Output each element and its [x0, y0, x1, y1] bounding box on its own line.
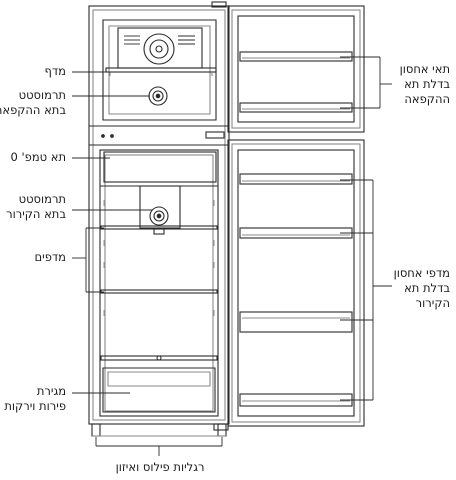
cabinet: [88, 5, 230, 425]
label-freezer-door-shelves: תאי אחסון בדלת תא ההקפאה: [399, 62, 450, 106]
label-shelves: מדפים: [34, 250, 66, 264]
label-fridge-door-shelves: מדפי אחסון בדלת תא הקירור: [393, 266, 450, 310]
freezer-door: [227, 5, 365, 133]
door-hinges: [205, 1, 229, 431]
fridge-door: [227, 139, 365, 427]
label-freezer-thermostat: תרמוסטט בתא ההקפאה: [0, 88, 66, 117]
label-crisper: מגירת פירות וירקות: [4, 384, 66, 413]
label-zero-compartment: תא טמפ' 0: [10, 150, 67, 164]
freezer-compartment: [102, 19, 217, 121]
leveling-feet: [91, 423, 227, 437]
leader-lines: [72, 56, 392, 456]
label-leveling-feet: רגליות פילוס ואיזון: [115, 460, 205, 474]
label-fridge-thermostat: תרמוסטט בתא הקירור: [6, 192, 66, 221]
fridge-compartment: [99, 149, 219, 417]
label-shelf: מדף: [44, 64, 66, 78]
